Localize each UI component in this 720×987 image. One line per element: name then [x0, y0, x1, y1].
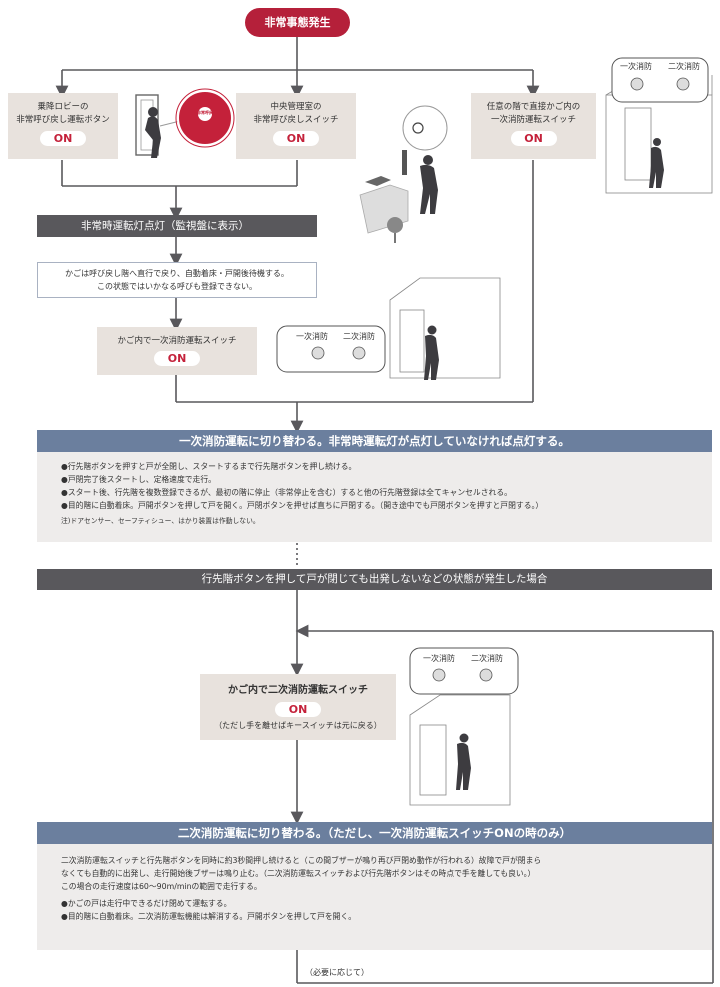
car-switch-2-label: かご内で二次消防運転スイッチ	[228, 685, 368, 696]
trigger-car: 任意の階で直接かご内の 一次消防運転スイッチ ON	[471, 93, 596, 159]
trigger-central-label: 中央管理室の 非常呼び戻しスイッチ	[253, 102, 339, 125]
start-node: 非常事態発生	[245, 8, 350, 37]
phase1-bullets: 行先階ボタンを押すと戸が全閉し、スタートするまで行先階ボタンを押し続ける。 戸閉…	[61, 460, 712, 512]
label-primary-3: 一次消防	[423, 654, 455, 663]
label-secondary-3: 二次消防	[471, 654, 503, 663]
car-switch-1-on: ON	[154, 351, 200, 366]
label-primary-1: 一次消防	[620, 62, 652, 71]
trigger-central: 中央管理室の 非常呼び戻しスイッチ ON	[236, 93, 356, 159]
return-note: かごは呼び戻し階へ直行で戻り、自動着床・戸開後待機する。 この状態ではいかなる呼…	[37, 262, 317, 298]
car-switch-1: かご内で一次消防運転スイッチ ON	[97, 327, 257, 375]
trigger-lobby-label: 乗降ロビーの 非常呼び戻し運転ボタン	[16, 102, 110, 125]
phase1-title: 一次消防運転に切り替わる。非常時運転灯が点灯していなければ点灯する。	[37, 430, 712, 452]
lobby-button-illustration	[135, 88, 235, 158]
car-switch-2-on: ON	[275, 702, 321, 717]
trigger-car-on: ON	[510, 131, 557, 146]
condition-bar: 行先階ボタンを押して戸が閉じても出発しないなどの状態が発生した場合	[37, 569, 712, 590]
phase2-para-1: 二次消防運転スイッチと行先階ボタンを同時に約3秒間押し続けると（この間ブザーが鳴…	[61, 856, 542, 865]
phase2-bullets: かごの戸は走行中できるだけ閉めて運転する。 目的階に自動着床。二次消防運転機能は…	[61, 897, 712, 923]
label-secondary-1: 二次消防	[668, 62, 700, 71]
car-switch-2-note: （ただし手を離せばキースイッチは元に戻る）	[214, 721, 382, 730]
phase2-title: 二次消防運転に切り替わる。（ただし、一次消防運転スイッチONの時のみ）	[37, 822, 712, 844]
car-switch-2: かご内で二次消防運転スイッチ ON （ただし手を離せばキースイッチは元に戻る）	[200, 674, 396, 740]
phase1-bullet: 行先階ボタンを押すと戸が全閉し、スタートするまで行先階ボタンを押し続ける。	[61, 460, 712, 473]
label-secondary-2: 二次消防	[343, 332, 375, 341]
phase2-para-3: この場合の走行速度は60～90m/minの範囲で走行する。	[61, 882, 262, 891]
phase1-bullet: 戸閉完了後スタートし、定格速度で走行。	[61, 473, 712, 486]
phase2-panel: 二次消防運転スイッチと行先階ボタンを同時に約3秒間押し続けると（この間ブザーが鳴…	[37, 844, 712, 950]
trigger-central-on: ON	[273, 131, 319, 146]
phase1-note: 注)ドアセンサー、セーフティシュー、はかり装置は作動しない。	[61, 517, 260, 525]
trigger-car-label: 任意の階で直接かご内の 一次消防運転スイッチ	[486, 102, 581, 125]
trigger-lobby-on: ON	[40, 131, 86, 146]
phase1-bullet: スタート後、行先階を複数登録できるが、最初の階に停止（非常停止を含む）すると他の…	[61, 486, 712, 499]
phase1-bullet: 目的階に自動着床。戸開ボタンを押して戸を開く。戸閉ボタンを押せば直ちに戸閉する。…	[61, 499, 712, 512]
car-switch-1-label: かご内で一次消防運転スイッチ	[117, 336, 237, 346]
trigger-lobby: 乗降ロビーの 非常呼び戻し運転ボタン ON	[8, 93, 118, 159]
phase2-para-2: なくても自動的に出発し、走行開始後ブザーは鳴り止む。（二次消防運転スイッチおよび…	[61, 869, 536, 878]
control-room-illustration	[359, 105, 448, 243]
phase1-panel: 行先階ボタンを押すと戸が全閉し、スタートするまで行先階ボタンを押し続ける。 戸閉…	[37, 452, 712, 542]
car-switch-illustration-1	[605, 57, 713, 194]
phase2-bullet: 目的階に自動着床。二次消防運転機能は解消する。戸開ボタンを押して戸を開く。	[61, 910, 712, 923]
car-switch-illustration-3	[409, 647, 519, 806]
label-primary-2: 一次消防	[296, 332, 328, 341]
emergency-lamp-bar: 非常時運転灯点灯（監視盤に表示）	[37, 215, 317, 237]
phase2-bullet: かごの戸は走行中できるだけ閉めて運転する。	[61, 897, 712, 910]
car-switch-illustration-2	[276, 277, 501, 380]
loop-note: （必要に応じて）	[305, 968, 369, 977]
button-caption: 非常呼戻	[197, 110, 213, 115]
